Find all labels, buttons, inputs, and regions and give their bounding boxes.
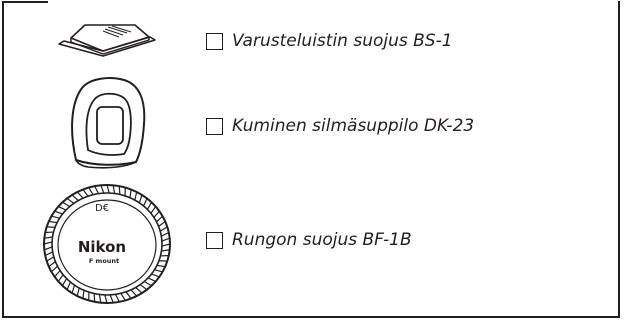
- accessory-shoe-cover-icon: [58, 24, 156, 57]
- body-cap-icon: D€ Nikon F mount: [43, 184, 171, 304]
- cap-brand-text: Nikon: [78, 238, 126, 256]
- cap-knurl-tick: [153, 210, 160, 218]
- cap-knurl-tick: [130, 289, 138, 297]
- cap-knurl-tick: [161, 231, 170, 237]
- cap-knurl-tick: [115, 294, 120, 303]
- cap-knurl-tick: [71, 285, 76, 294]
- checkbox-body-cap[interactable]: [206, 232, 223, 249]
- cap-mount-text: F mount: [89, 257, 119, 265]
- cap-knurl-tick: [71, 194, 79, 201]
- rubber-eyecup-icon: [71, 77, 146, 169]
- cap-knurl-tick: [57, 274, 64, 282]
- cap-symbol-text: D€: [95, 203, 109, 214]
- cap-knurl-tick: [82, 290, 85, 299]
- cap-knurl-tick: [125, 291, 132, 299]
- cap-knurl-tick: [112, 185, 116, 194]
- cap-knurl-tick: [129, 189, 132, 198]
- cap-knurl-tick: [48, 220, 58, 224]
- cap-knurl-tick: [134, 191, 138, 201]
- cap-knurl-tick: [62, 201, 71, 208]
- cap-knurl-tick: [158, 220, 166, 227]
- item-label-body-cap: Rungon suojus BF-1B: [232, 230, 412, 250]
- cap-knurl-tick: [54, 210, 63, 215]
- cap-knurl-tick: [118, 186, 121, 195]
- checkbox-shoe-cover[interactable]: [206, 33, 223, 50]
- cap-knurl-tick: [143, 198, 148, 207]
- cap-knurl-tick: [44, 236, 53, 239]
- cap-knurl-tick: [135, 287, 143, 294]
- item-label-eyecup: Kuminen silmäsuppilo DK-23: [232, 116, 475, 136]
- cap-knurl-tick: [100, 185, 105, 194]
- cap-knurl-tick: [109, 294, 114, 303]
- cap-knurl-tick: [88, 187, 94, 195]
- cap-knurl-tick: [150, 206, 157, 214]
- frame-top-line: [2, 1, 48, 3]
- cap-knurl-tick: [66, 197, 75, 204]
- cap-knurl-tick: [66, 281, 71, 290]
- item-list-frame: [2, 1, 620, 318]
- cap-knurl-tick: [93, 293, 96, 302]
- item-label-shoe-cover: Varusteluistin suojus BS-1: [232, 31, 453, 51]
- cap-knurl-tick: [156, 264, 166, 268]
- cap-knurl-tick: [143, 280, 152, 287]
- cap-knurl-tick: [139, 284, 148, 291]
- cap-knurl-tick: [151, 273, 160, 278]
- cap-knurl-tick: [51, 215, 60, 219]
- cap-knurl-tick: [44, 246, 53, 251]
- cap-knurl-tick: [120, 293, 126, 301]
- cap-knurl-tick: [138, 194, 143, 203]
- cap-knurl-tick: [82, 189, 89, 197]
- cap-knurl-tick: [106, 184, 110, 194]
- cap-knurl-tick: [104, 294, 108, 304]
- cap-knurl-tick: [146, 201, 153, 210]
- cap-knurl-tick: [147, 277, 156, 282]
- cap-knurl-tick: [161, 237, 170, 242]
- cap-knurl-tick: [76, 191, 84, 199]
- cap-knurl-tick: [154, 269, 163, 273]
- cap-knurl-tick: [46, 256, 55, 262]
- cap-knurl-tick: [94, 185, 99, 194]
- cap-knurl-tick: [43, 241, 53, 245]
- cap-knurl-tick: [76, 287, 80, 297]
- cap-knurl-tick: [51, 265, 58, 273]
- cap-knurl-tick: [161, 243, 171, 247]
- cap-knurl-tick: [161, 249, 170, 252]
- cap-knurl-tick: [48, 261, 56, 268]
- cap-knurl-tick: [44, 251, 53, 257]
- cap-knurl-tick: [61, 278, 68, 287]
- cap-knurl-tick: [98, 294, 102, 303]
- cap-knurl-tick: [156, 215, 163, 223]
- checkbox-eyecup[interactable]: [206, 118, 223, 135]
- cap-knurl-tick: [58, 206, 67, 211]
- cap-knurl-tick: [54, 270, 61, 278]
- cap-knurl-tick: [159, 226, 168, 232]
